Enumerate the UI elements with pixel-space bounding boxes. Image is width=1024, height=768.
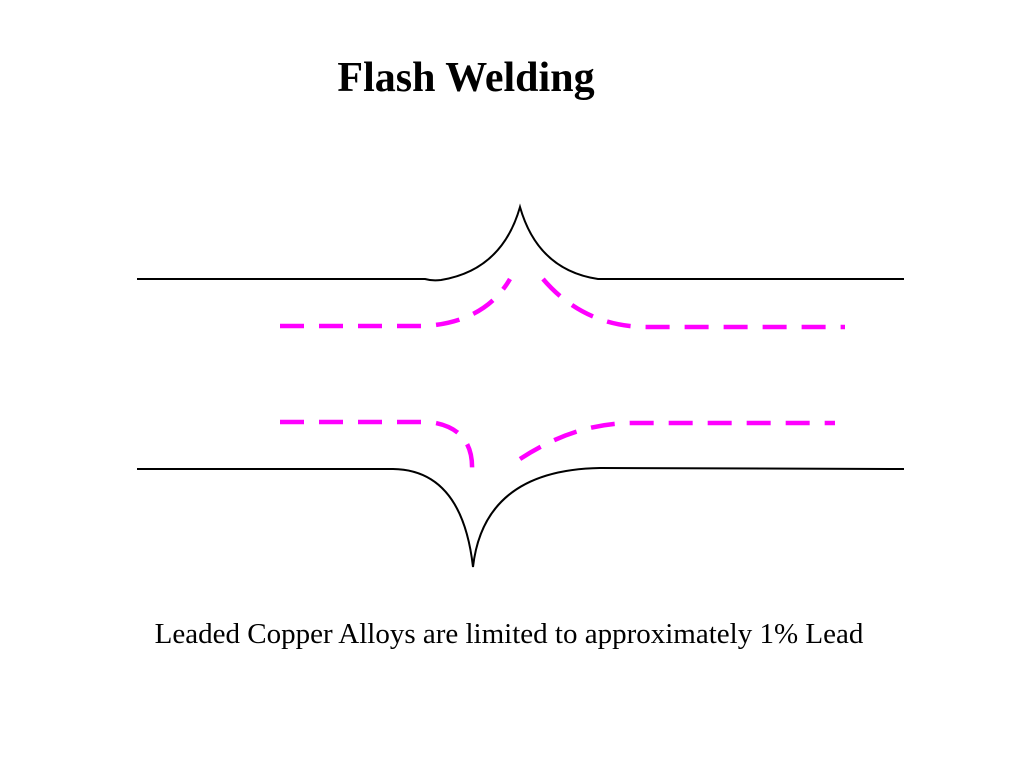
upper-workpiece — [137, 203, 904, 282]
upper-right-flow-line — [541, 277, 845, 330]
lower-workpiece-outline — [137, 466, 905, 568]
lower-workpiece — [137, 466, 905, 568]
upper-left-flow-line — [280, 277, 512, 329]
upper-workpiece-outline — [137, 203, 904, 282]
lower-right-flow-line — [518, 420, 835, 461]
slide-title: Flash Welding — [337, 55, 595, 101]
upper-flow-lines — [280, 277, 845, 330]
slide-caption: Leaded Copper Alloys are limited to appr… — [154, 618, 864, 650]
lower-flow-lines — [280, 419, 835, 472]
lower-left-flow-line — [280, 419, 475, 472]
